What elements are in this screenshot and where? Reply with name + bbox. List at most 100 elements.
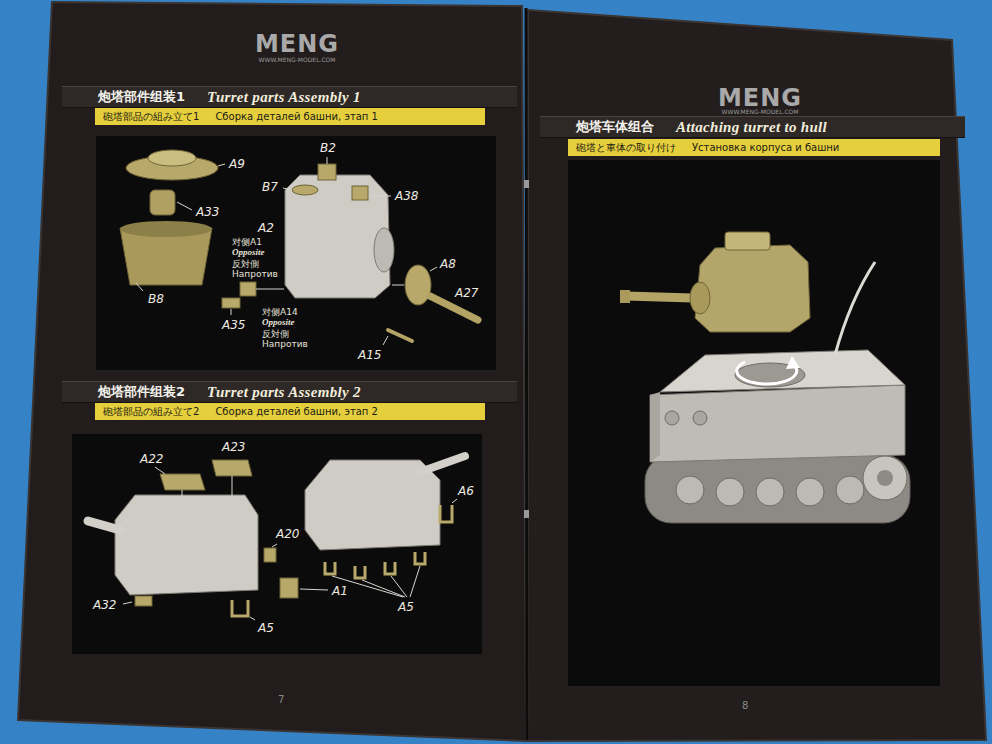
callout-number: A35 [222, 318, 245, 332]
turret-assembly-1-drawing [374, 228, 394, 272]
booklet-pages [524, 180, 529, 188]
leader-line [452, 499, 457, 503]
turret-to-hull-drawing [650, 385, 905, 462]
leader-line [177, 202, 192, 210]
turret-assembly-1-drawing [292, 185, 318, 195]
turret-to-hull-drawing [796, 478, 824, 506]
callout-number: A32 [93, 598, 116, 612]
leader-line [136, 157, 437, 345]
turret-assembly-2-drawing [212, 460, 252, 476]
turret-assembly-1-drawing [148, 150, 196, 166]
chinese-heading: 炮塔部件组装1 [98, 88, 185, 106]
leader-line [256, 289, 284, 290]
website-url: WWW.MENG-MODEL.COM [722, 108, 799, 115]
callout-number: A9 [229, 157, 245, 171]
turret-assembly-2-drawing [88, 521, 120, 530]
page-number: 8 [742, 700, 748, 711]
turret-to-hull-drawing [877, 470, 893, 486]
translation-band: 砲塔部品の組み立て2Сборка деталей башни, этап 2 [95, 403, 485, 420]
callout-number: B7 [262, 180, 278, 194]
leader-line [370, 196, 391, 197]
turret-to-hull-drawing [626, 296, 692, 298]
chinese-heading: 炮塔车体组合 [576, 118, 654, 136]
opposite-note: Напротив [262, 339, 308, 349]
turret-assembly-1-drawing [240, 282, 256, 296]
drawing-panels [96, 136, 496, 370]
chinese-heading: 炮塔部件组装2 [98, 383, 185, 401]
leader-line [362, 580, 405, 597]
turret-to-hull-drawing [665, 411, 679, 425]
leader-line [218, 164, 225, 166]
turret-to-hull-drawing [835, 262, 875, 355]
turret-assembly-2-drawing [115, 495, 258, 595]
booklet-pages [524, 510, 529, 518]
turret-to-hull-drawing [756, 478, 784, 506]
english-heading: Turret parts Assembly 2 [207, 384, 361, 401]
turret-to-hull-drawing [645, 455, 910, 523]
leader-line [123, 467, 457, 620]
opposite-note: Opposite [262, 317, 295, 327]
callout-number: B8 [148, 292, 164, 306]
turret-assembly-1-drawing [222, 298, 240, 308]
leader-line [383, 336, 388, 345]
translation-band: 砲塔と車体の取り付け Установка корпуса и башни [568, 139, 940, 156]
logo-text: MENG [718, 84, 802, 112]
opposite-note: Opposite [232, 247, 265, 257]
turret-to-hull-drawing [716, 478, 744, 506]
turret-assembly-1-drawing [150, 190, 175, 215]
leader-line [123, 602, 132, 604]
turret-assembly-1-drawing [405, 265, 431, 305]
section-header-band: 炮塔车体组合 Attaching turret to hull [540, 116, 965, 138]
turret-to-hull-drawing [650, 392, 660, 462]
callout-number: A5 [398, 600, 414, 614]
turret-assembly-1-drawing [120, 150, 478, 341]
page-number: 7 [278, 694, 284, 705]
section-header-band: 炮塔部件组装1Turret parts Assembly 1 [62, 86, 517, 108]
turret-to-hull-drawing [660, 350, 905, 392]
turret-assembly-2-drawing [325, 562, 335, 574]
turret-assembly-1-drawing [285, 175, 390, 298]
turret-assembly-1-drawing [388, 330, 412, 341]
booklet-pages [18, 2, 986, 741]
leader-line [430, 267, 437, 271]
callout-number: A8 [440, 257, 456, 271]
turret-to-hull-drawing [620, 290, 630, 303]
callout-number: A20 [276, 527, 299, 541]
opposite-note: Напротив [232, 269, 278, 279]
callout-number: A5 [258, 621, 274, 635]
turret-assembly-2-drawing [88, 456, 465, 616]
leader-line [272, 544, 277, 547]
turret-to-hull-drawing [690, 282, 710, 314]
russian-heading: Установка корпуса и башни [692, 142, 839, 153]
russian-heading: Сборка деталей башни, этап 2 [215, 406, 378, 417]
leader-line [155, 467, 165, 474]
callout-number: A33 [196, 205, 219, 219]
leader-line [232, 476, 233, 497]
turret-to-hull-drawing [695, 245, 810, 332]
section-header-band: 炮塔部件组装2 Turret parts Assembly 2 [62, 381, 517, 403]
logo-text: MENG [255, 30, 339, 58]
turret-assembly-1-drawing [120, 221, 212, 237]
turret-assembly-2-drawing [355, 566, 365, 578]
turret-to-hull-drawing [863, 456, 907, 500]
turret-assembly-2-drawing [440, 505, 452, 522]
website-url: WWW.MENG-MODEL.COM [259, 56, 336, 63]
turret-to-hull-drawing [693, 411, 707, 425]
leader-line [231, 309, 232, 315]
english-heading: Attaching turret to hull [676, 119, 827, 136]
turret-to-hull-drawing [676, 476, 704, 504]
turret-to-hull-drawing [725, 232, 770, 250]
callout-number: A1 [332, 584, 348, 598]
russian-heading: Сборка деталей башни, этап 1 [215, 111, 378, 122]
callout-number: A22 [140, 452, 163, 466]
booklet-pages [526, 8, 527, 740]
drawing-panels [568, 160, 940, 686]
turret-assembly-2-drawing [415, 552, 425, 564]
leader-line [182, 490, 183, 497]
japanese-heading: 砲塔と車体の取り付け [576, 141, 676, 155]
leader-line [392, 285, 404, 286]
turret-to-hull-drawing [836, 476, 864, 504]
turret-assembly-2-drawing [135, 596, 152, 606]
drawing-panels [72, 136, 940, 686]
